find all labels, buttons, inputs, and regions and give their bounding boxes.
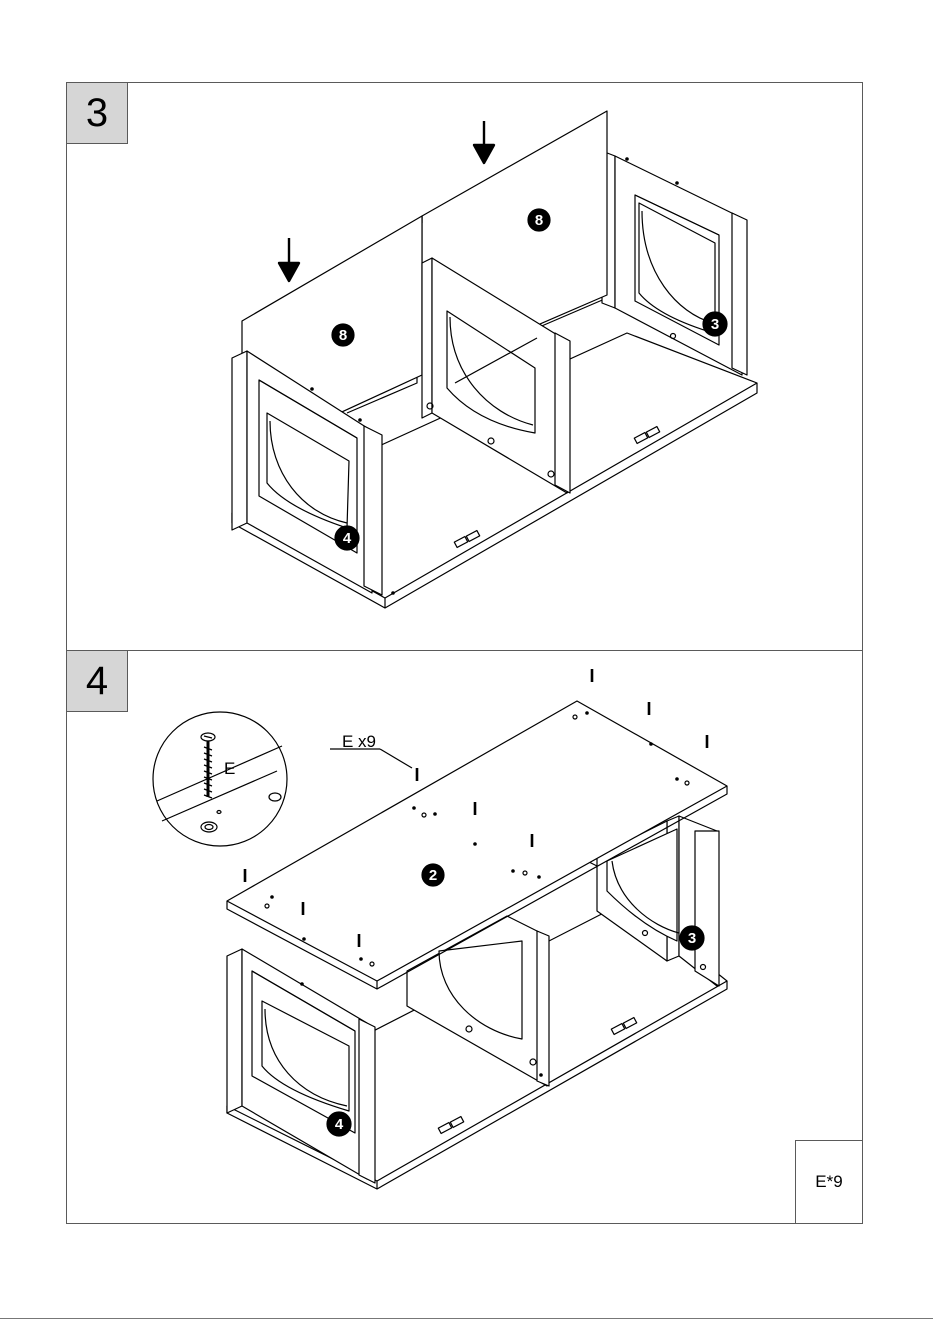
svg-text:2: 2 [429, 867, 437, 884]
svg-text:8: 8 [535, 212, 543, 229]
step-4-illustration: E E x9 [67, 651, 864, 1224]
screw-callout [330, 749, 412, 768]
svg-text:4: 4 [343, 530, 352, 547]
left-end-frame [227, 949, 375, 1183]
screw-callout-label: E x9 [342, 732, 376, 751]
part-badge-8: 8 [528, 209, 550, 231]
step-3-illustration: 8 8 3 4 [67, 83, 864, 652]
svg-text:3: 3 [711, 316, 719, 333]
step-3-panel: 3 [66, 82, 863, 651]
down-arrow-icon [474, 121, 494, 163]
part-badge-4: 4 [335, 526, 359, 550]
page-bottom-rule [0, 1318, 933, 1319]
down-arrow-icon [279, 238, 299, 281]
screw-detail-circle [153, 712, 287, 846]
part-badge-3: 3 [703, 312, 727, 336]
part-badge-3: 3 [680, 926, 704, 950]
svg-text:8: 8 [339, 327, 347, 344]
part-badge-2: 2 [422, 864, 444, 886]
part-badge-4: 4 [327, 1112, 351, 1136]
svg-text:3: 3 [688, 930, 696, 947]
screw-detail-label: E [224, 759, 235, 778]
quantity-box: E*9 [795, 1140, 863, 1224]
svg-text:4: 4 [335, 1116, 344, 1133]
part-badge-8: 8 [332, 324, 354, 346]
step-4-panel: 4 E E x9 [66, 651, 863, 1224]
